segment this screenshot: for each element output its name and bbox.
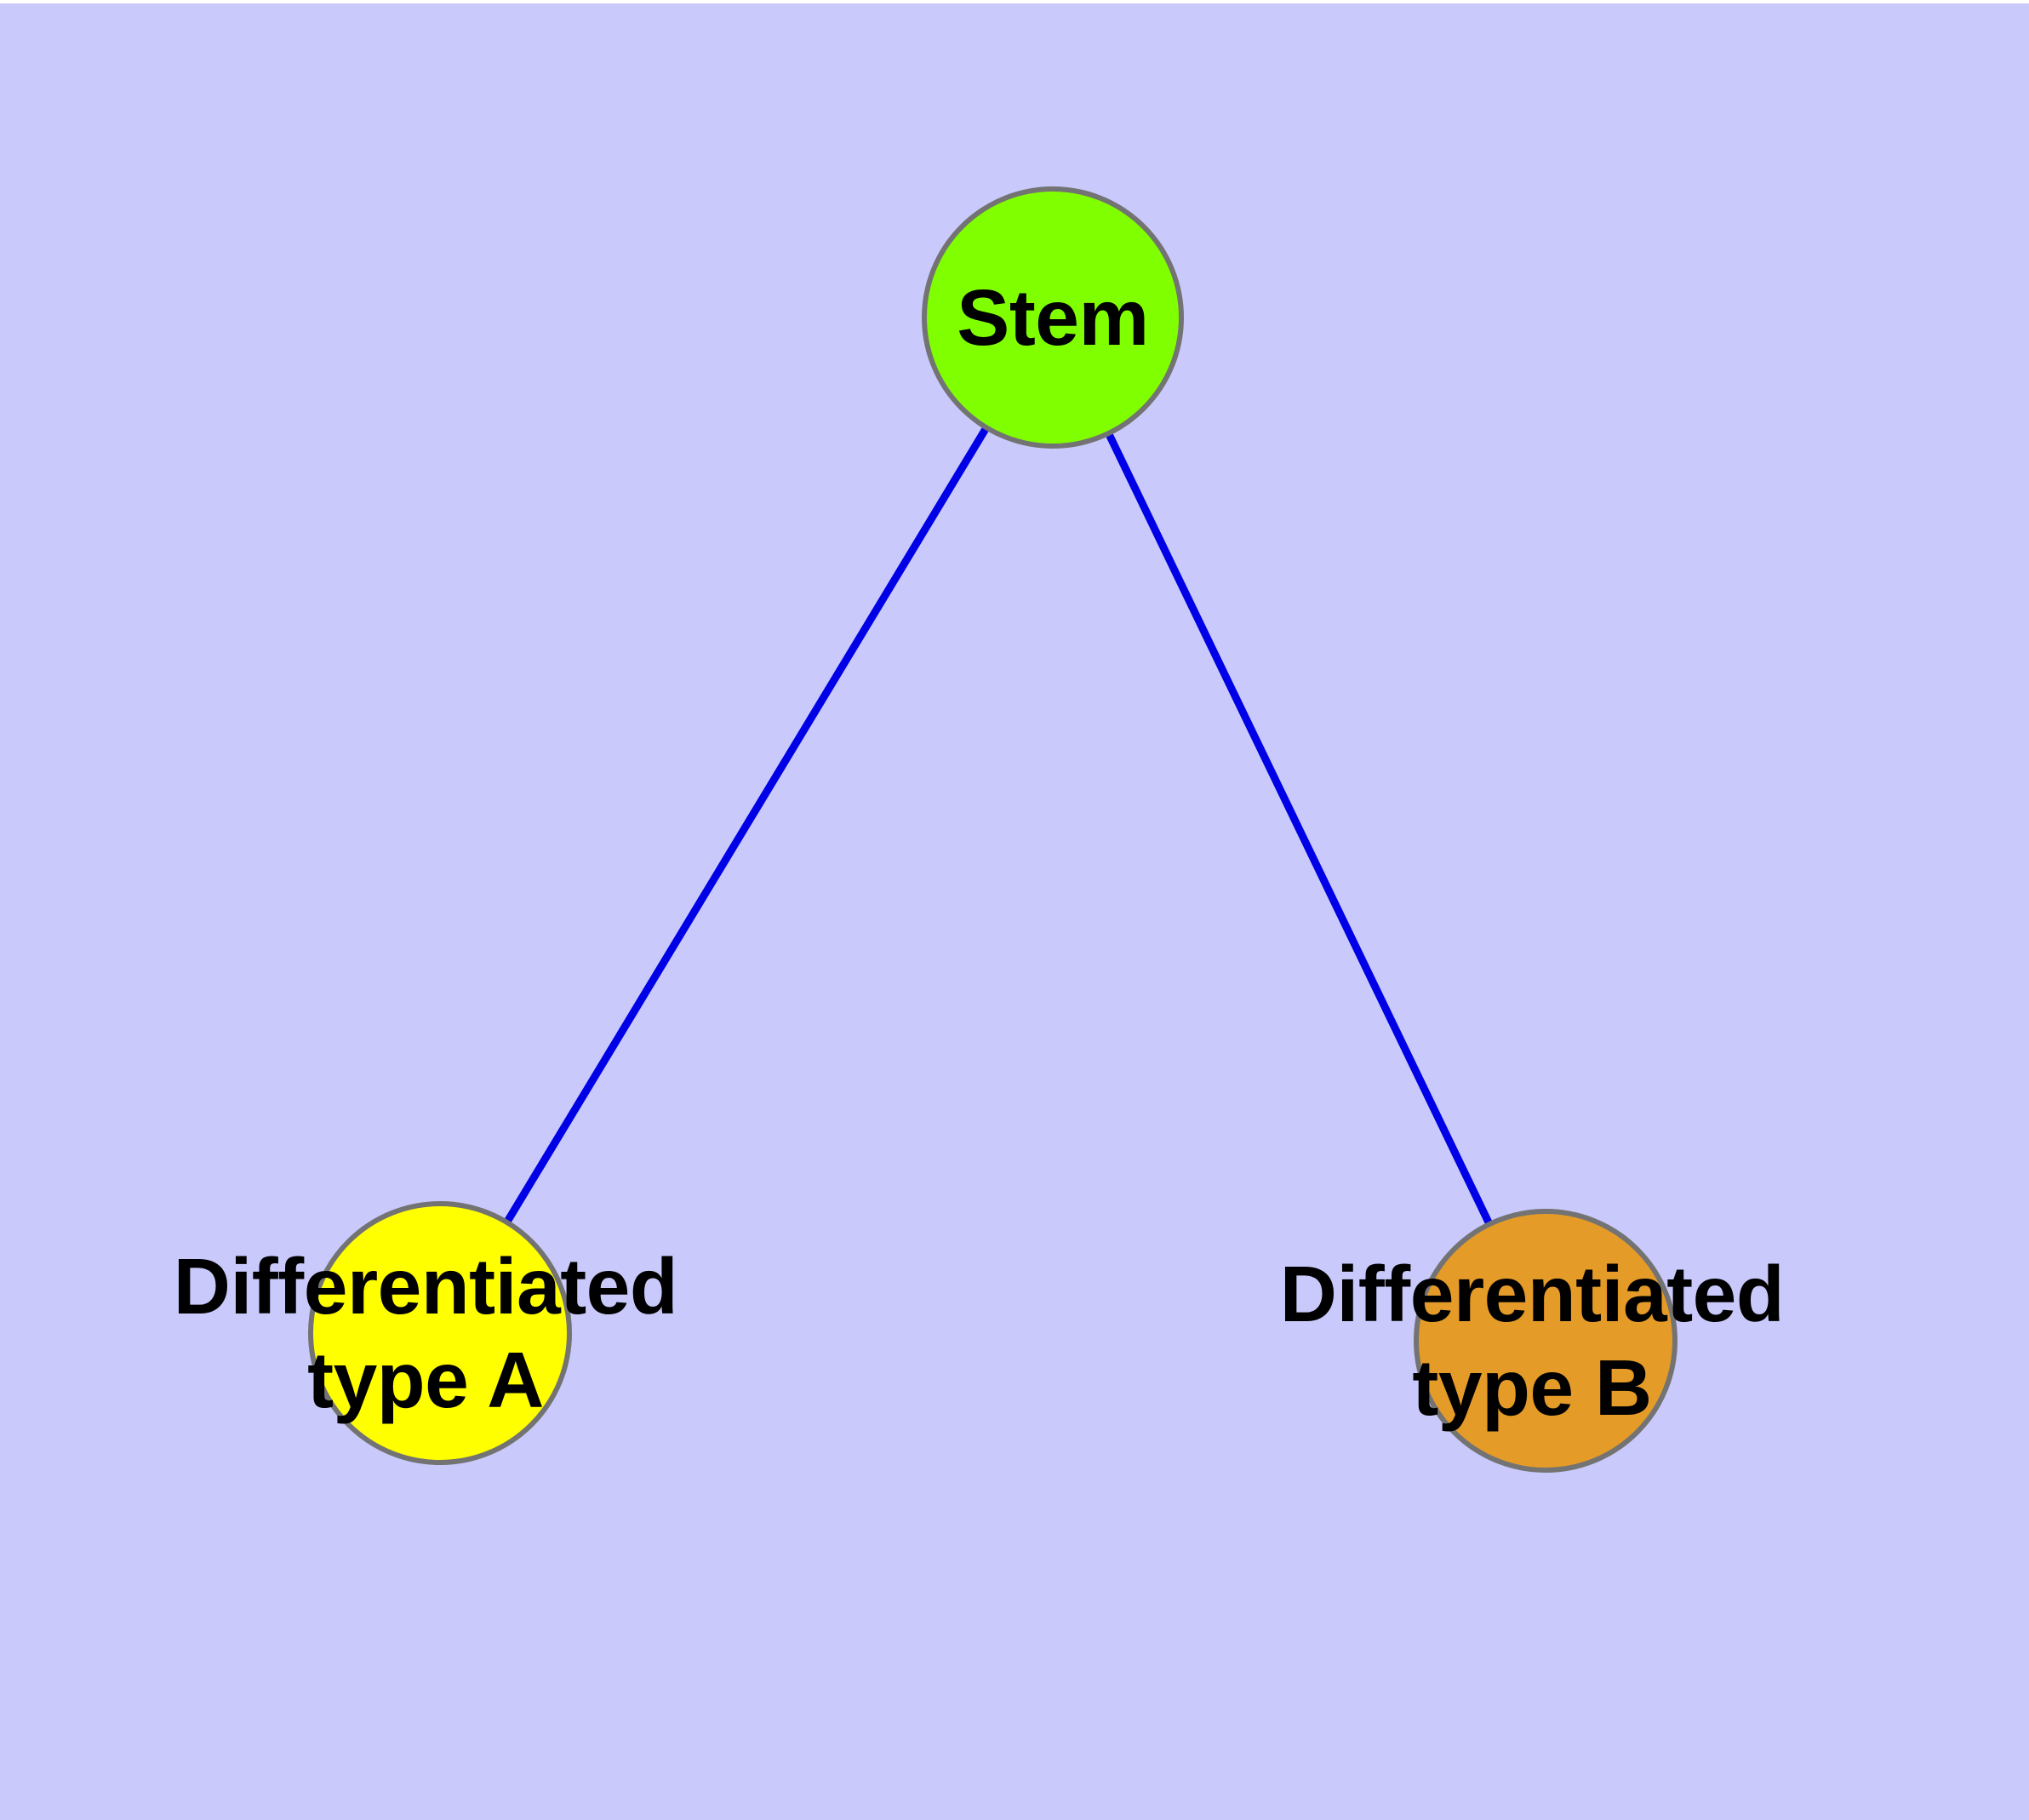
node-circle-differentiated-type-b[interactable] bbox=[1414, 1209, 1677, 1473]
edge-stem-to-differentiated-type-b bbox=[1049, 316, 1550, 1342]
edge-stem-to-differentiated-type-a bbox=[437, 315, 1056, 1336]
node-circle-stem[interactable] bbox=[922, 186, 1184, 449]
node-layer bbox=[308, 186, 1677, 1473]
edge-layer bbox=[437, 315, 1550, 1342]
node-circle-differentiated-type-a[interactable] bbox=[308, 1201, 572, 1465]
